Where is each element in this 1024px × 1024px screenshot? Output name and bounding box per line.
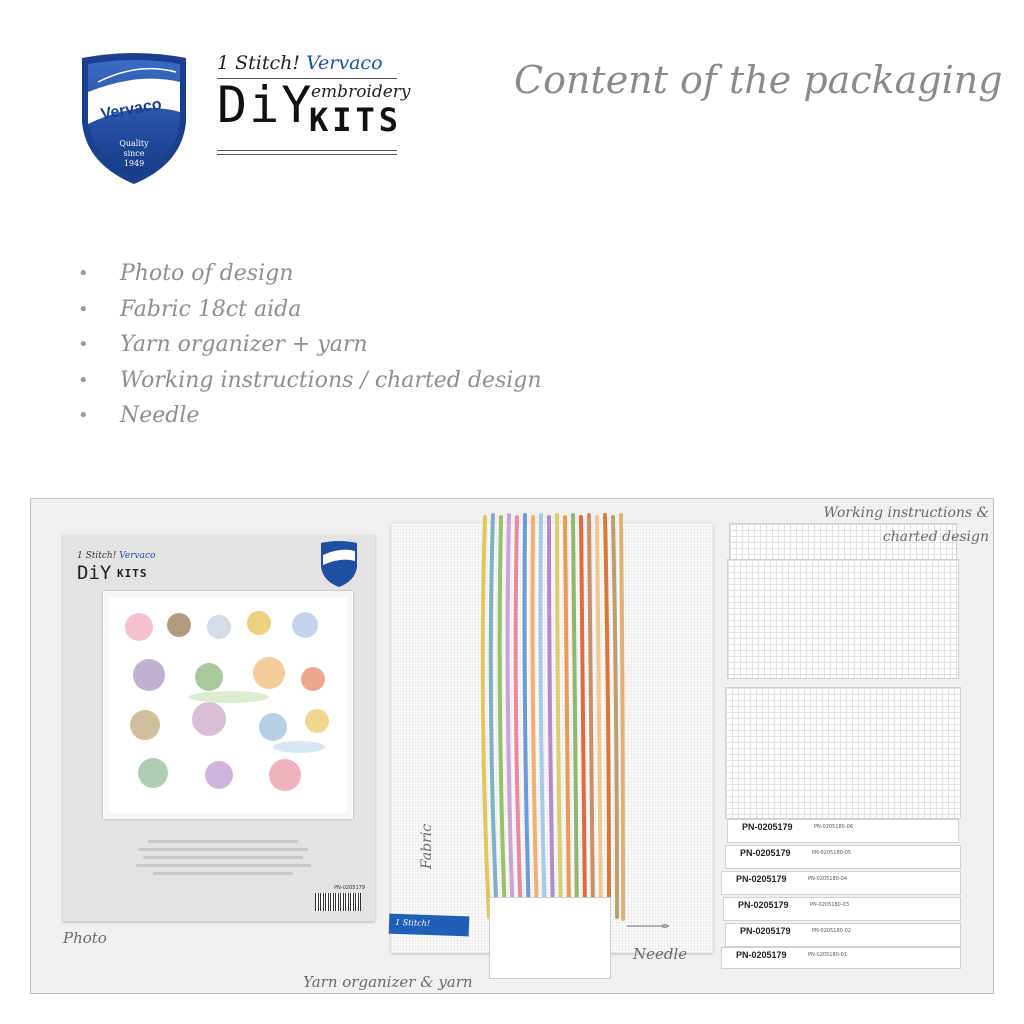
- logo-rule-top: [217, 78, 397, 79]
- list-item-text: Working instructions / charted design: [120, 367, 542, 393]
- tab-sheet-code: PN-0205180-01: [808, 952, 847, 958]
- needle-icon: [627, 924, 669, 928]
- cover-logo-brand: Vervaco: [119, 551, 156, 561]
- shield-tagline-3: 1949: [124, 159, 144, 168]
- instruction-tab: PN-0205179 PN-0205180-05: [725, 845, 961, 869]
- instruction-sheets: PN-0205179 PN-0205180-06 PN-0205179 PN-0…: [721, 523, 965, 971]
- cover-logo-diy: DiY: [77, 562, 112, 584]
- diy-kits-logo: 1 Stitch! Vervaco DiY embroidery KITS: [217, 52, 411, 156]
- chart-sheet: [725, 687, 961, 819]
- diy-logo-prefix: 1 Stitch!: [217, 52, 301, 74]
- tab-sheet-code: PN-0205180-04: [808, 876, 847, 882]
- bullet: •: [78, 334, 89, 355]
- page-title: Content of the packaging: [514, 58, 1003, 102]
- cover-product-code: PN-0205179: [334, 885, 365, 891]
- bullet: •: [78, 405, 89, 426]
- tab-product-code: PN-0205179: [742, 822, 793, 832]
- list-item-text: Photo of design: [120, 261, 294, 286]
- tab-product-code: PN-0205179: [736, 950, 787, 960]
- list-item-text: Yarn organizer + yarn: [120, 332, 368, 357]
- brand-ribbon: 1 Stitch!: [388, 913, 470, 937]
- list-item: • Yarn organizer + yarn: [78, 327, 542, 363]
- diy-logo-brand: Vervaco: [306, 52, 383, 74]
- cover-text-lines: [133, 835, 313, 880]
- instruction-tab: PN-0205179 PN-0205180-06: [727, 819, 959, 843]
- label-instructions-line-2: charted design: [882, 529, 989, 545]
- shield-tagline-2: since: [123, 149, 144, 158]
- tab-product-code: PN-0205179: [736, 874, 787, 884]
- kit-cover: 1 Stitch! Vervaco DiY KITS: [63, 535, 375, 921]
- instruction-tab: PN-0205179 PN-0205180-03: [723, 897, 961, 921]
- barcode: [315, 893, 361, 911]
- design-artwork: [103, 591, 353, 819]
- list-item: • Photo of design: [78, 256, 542, 292]
- yarn-bundle: [480, 513, 625, 921]
- label-needle: Needle: [633, 945, 688, 963]
- instruction-tab: PN-0205179 PN-0205180-02: [725, 923, 961, 947]
- list-item: • Fabric 18ct aida: [78, 292, 542, 328]
- bullet: •: [78, 369, 89, 391]
- label-fabric: Fabric: [419, 823, 435, 869]
- label-instructions-line-1: Working instructions &: [823, 505, 989, 521]
- label-yarn: Yarn organizer & yarn: [303, 973, 473, 991]
- list-item: • Working instructions / charted design: [78, 363, 542, 399]
- diy-logo-diy: DiY: [217, 76, 314, 134]
- logo-rule-bottom: [217, 150, 397, 151]
- cover-logo-line-1: 1 Stitch! Vervaco: [77, 551, 155, 561]
- tab-sheet-code: PN-0205180-05: [812, 850, 851, 856]
- bullet: •: [78, 298, 89, 320]
- tab-sheet-code: PN-0205180-03: [810, 902, 849, 908]
- shield-tagline-1: Quality: [119, 139, 149, 148]
- ribbon-text: 1 Stitch!: [394, 917, 431, 929]
- instruction-tab: PN-0205179 PN-0205180-04: [721, 871, 961, 895]
- diy-logo-line-1: 1 Stitch! Vervaco: [217, 52, 399, 74]
- diy-logo-kits: KITS: [309, 101, 403, 139]
- list-item: • Needle: [78, 398, 542, 434]
- tab-product-code: PN-0205179: [738, 900, 789, 910]
- tab-sheet-code: PN-0205180-06: [814, 824, 853, 830]
- contents-list: • Photo of design • Fabric 18ct aida • Yarn…: [78, 256, 542, 434]
- diy-logo-embroidery: embroidery: [311, 82, 411, 102]
- tab-sheet-code: PN-0205180-02: [812, 928, 851, 934]
- cover-logo-kits: KITS: [117, 567, 148, 580]
- cover-shield-icon: [321, 541, 357, 587]
- label-instructions: Working instructions & charted design: [789, 501, 989, 549]
- kit-contents-photo: 1 Stitch! Vervaco DiY KITS: [30, 498, 994, 994]
- logo-rule-bottom-2: [217, 154, 397, 155]
- list-item-text: Needle: [120, 403, 200, 428]
- design-artwork-image: [125, 611, 329, 791]
- list-item-text: Fabric 18ct aida: [120, 296, 302, 322]
- cover-logo-prefix: 1 Stitch!: [77, 551, 117, 561]
- bullet: •: [78, 263, 89, 284]
- instruction-tab: PN-0205179 PN-0205180-01: [721, 947, 961, 969]
- vervaco-shield-logo: Vervaco Quality since 1949: [82, 53, 186, 184]
- yarn-organizer-card: [489, 897, 611, 979]
- tab-product-code: PN-0205179: [740, 926, 791, 936]
- chart-sheet: [727, 559, 959, 679]
- label-photo: Photo: [63, 929, 107, 947]
- tab-product-code: PN-0205179: [740, 848, 791, 858]
